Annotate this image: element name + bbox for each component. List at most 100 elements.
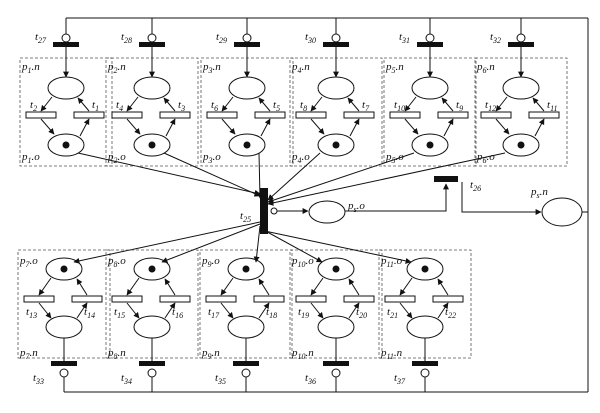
inhibitor-circle (420, 368, 430, 378)
arc-line (534, 118, 545, 137)
arc-line (126, 302, 140, 319)
place-n-label: p10.n (291, 347, 314, 361)
transition-bar (233, 361, 259, 366)
inner-transition-b-label: t16 (172, 306, 183, 320)
t26-transition-bar (434, 176, 458, 182)
arc-to-t25 (256, 152, 263, 199)
place-n-label: p4.n (291, 61, 310, 75)
inner-transition-a (25, 111, 57, 119)
arc-line (79, 118, 90, 137)
place-n-ellipse (228, 76, 266, 100)
transition-label: t30 (305, 31, 316, 45)
transition-label: t34 (121, 372, 132, 386)
inner-transition-a-label: t10 (394, 99, 405, 113)
transition-label: t35 (215, 372, 226, 386)
inner-transition-b-label: t18 (266, 306, 277, 320)
arc-line (310, 277, 324, 296)
arc-line (404, 96, 417, 112)
arc-to-t25 (267, 152, 415, 204)
inner-transition-a-label: t15 (114, 306, 125, 320)
inner-transition-b-label: t7 (362, 99, 370, 113)
arc-from-t25 (161, 223, 261, 263)
inner-transition-b (254, 111, 286, 119)
arc-line (310, 302, 324, 319)
arc-line (399, 302, 413, 319)
arc-line (404, 118, 419, 135)
inner-transition-a (384, 295, 416, 303)
arc-line (221, 118, 236, 135)
place-n-ellipse (317, 76, 355, 100)
token-dot (332, 141, 340, 149)
arc-line (76, 302, 88, 319)
inner-transition-a-label: t12 (485, 99, 496, 113)
inner-transition-b-label: t11 (547, 99, 557, 113)
transition-bar (323, 361, 349, 366)
token-dot (332, 265, 340, 273)
arc-to-t25 (163, 152, 261, 197)
ps-o-label: ps.o (347, 200, 365, 214)
inner-transition-a (295, 111, 327, 119)
token-dot (243, 141, 251, 149)
inhibitor-circle (242, 33, 252, 43)
place-o-label: p3.o (202, 151, 221, 165)
arc-line (77, 97, 90, 112)
token-dot (421, 265, 429, 273)
inner-transition-b (437, 111, 469, 119)
inner-transition-b (432, 295, 464, 303)
place-n-label: p11.n (380, 347, 403, 361)
inner-transition-b-label: t22 (445, 306, 456, 320)
place-n-ellipse (227, 315, 265, 339)
inhibitor-circle (61, 33, 71, 43)
inner-transition-a (111, 111, 143, 119)
arc-line (347, 97, 360, 112)
inhibitor-circle (147, 33, 157, 43)
arc-from-t25 (259, 227, 323, 263)
arc-to-t25 (267, 152, 506, 206)
place-n-ellipse (502, 76, 540, 100)
inhibitor-circle (147, 368, 157, 378)
arc-line (532, 97, 545, 112)
arc-line (399, 277, 413, 296)
arc-line (437, 278, 449, 296)
token-dot (62, 141, 70, 149)
inner-transition-a-label: t19 (298, 306, 309, 320)
transition-bar (417, 42, 443, 47)
inner-transition-a (389, 111, 421, 119)
arc-line (258, 302, 270, 319)
arc-line (76, 278, 88, 296)
place-n-label: p6.n (476, 61, 495, 75)
place-n-ellipse (317, 315, 355, 339)
arc-line (220, 302, 234, 319)
inner-transition-a-label: t21 (387, 306, 398, 320)
place-o-label: p5.o (385, 151, 404, 165)
arc-to-t25 (267, 152, 321, 201)
inner-transition-a-label: t2 (30, 99, 37, 113)
place-n-ellipse (47, 76, 85, 100)
arc-ps-o-t26 (345, 183, 449, 212)
arc-t26-ps-n (461, 182, 542, 215)
transition-bar (51, 361, 77, 366)
transition-bar (323, 42, 349, 47)
bus-lines (64, 17, 589, 393)
inner-transition-b-label: t5 (273, 99, 280, 113)
arc-line (258, 97, 271, 112)
t25-transition-bar (260, 188, 268, 234)
transition-label: t28 (121, 31, 132, 45)
inner-transition-a (295, 295, 327, 303)
place-n-ellipse (133, 315, 171, 339)
inhibitor-circle (59, 368, 69, 378)
inner-transition-b-label: t14 (84, 306, 95, 320)
inner-transition-b-label: t20 (356, 306, 367, 320)
arc-line (310, 118, 325, 135)
place-o-label: p10.o (291, 255, 314, 269)
arc-to-t25 (77, 152, 261, 196)
